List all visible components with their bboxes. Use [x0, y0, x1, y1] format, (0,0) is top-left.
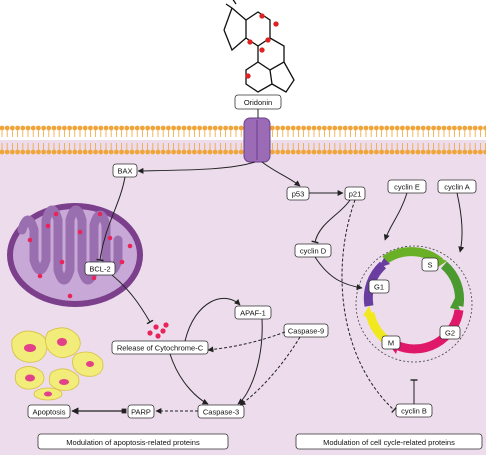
arrow-cytc-to-caspase3 — [169, 353, 209, 405]
node-bcl2: BCL-2 — [84, 261, 116, 276]
membrane-channel — [243, 117, 271, 163]
node-bax-label: BAX — [117, 167, 132, 176]
arrow-cytc-to-apaf1 — [184, 297, 241, 342]
node-cyclin-e-label: cyclin E — [394, 183, 420, 192]
node-parp-label: PARP — [131, 408, 151, 417]
node-apaf1: APAF-1 — [234, 305, 272, 320]
arrow-bax-to-bcl2 — [96, 176, 126, 262]
arrow-bcl2-to-cytc — [111, 274, 154, 325]
arrow-channel-to-bax — [137, 161, 256, 174]
node-apoptosis: Apoptosis — [27, 404, 71, 419]
cell-membrane — [0, 125, 486, 155]
mitochondrion — [7, 203, 143, 307]
node-caspase3: Caspase-3 — [197, 404, 245, 419]
phase-s-label: S — [427, 261, 432, 270]
node-cyclin-a: cyclin A — [437, 179, 477, 194]
node-cyclin-d-label: cyclin D — [300, 247, 327, 256]
phase-g1-label: G1 — [374, 283, 384, 292]
arrow-cyclin-a-to-cycle — [456, 192, 465, 253]
oridonin-label: Oridonin — [244, 98, 272, 107]
node-caspase3-label: Caspase-3 — [203, 408, 239, 417]
cytochrome-c-dots — [147, 322, 169, 339]
node-p53-label: p53 — [292, 190, 305, 199]
node-bax: BAX — [112, 163, 138, 178]
node-cyclin-a-label: cyclin A — [444, 183, 469, 192]
node-cyclin-d: cyclin D — [294, 243, 332, 258]
node-parp: PARP — [127, 404, 155, 419]
phase-g2-label: G2 — [445, 329, 455, 338]
caption-left: Modulation of apoptosis-related proteins — [66, 438, 200, 447]
node-p53: p53 — [286, 186, 310, 201]
phase-g2: G2 — [439, 325, 461, 340]
node-cytochrome-c: Release of Cytochrome-C — [111, 340, 209, 355]
phase-m-label: M — [388, 339, 394, 348]
arrow-p21-to-cyclin-d — [311, 199, 351, 244]
phase-g1: G1 — [368, 279, 390, 294]
node-cyclin-b: cyclin B — [395, 403, 433, 418]
arrow-caspase9-to-caspase3 — [239, 336, 301, 406]
node-caspase9: Caspase-9 — [283, 323, 329, 338]
node-bcl2-label: BCL-2 — [89, 265, 110, 274]
arrow-cyclin-e-to-cycle — [383, 192, 408, 241]
node-caspase9-label: Caspase-9 — [288, 327, 324, 336]
node-apoptosis-label: Apoptosis — [33, 408, 66, 417]
caption-right: Modulation of cell cycle-related protein… — [323, 438, 455, 447]
node-cytochrome-c-label: Release of Cytochrome-C — [117, 344, 204, 353]
caption-left-box: Modulation of apoptosis-related proteins — [37, 433, 229, 450]
phase-m: M — [381, 335, 401, 350]
arrow-caspase9-to-cytc — [207, 331, 286, 353]
node-p21: p21 — [344, 186, 366, 201]
node-p21-label: p21 — [349, 190, 362, 199]
apoptotic-cells — [11, 327, 104, 401]
phase-s: S — [421, 257, 439, 272]
caption-right-box: Modulation of cell cycle-related protein… — [295, 433, 483, 450]
oridonin-molecule-structure — [223, 0, 295, 93]
oridonin-label-box: Oridonin — [234, 94, 282, 110]
node-cyclin-b-label: cyclin B — [401, 407, 427, 416]
node-apaf1-label: APAF-1 — [240, 309, 266, 318]
arrow-cyclin-d-to-cycle — [314, 256, 363, 291]
arrow-p21-to-cyclin-b — [341, 199, 397, 414]
node-cyclin-e: cyclin E — [387, 179, 427, 194]
arrow-channel-to-p53 — [261, 161, 301, 187]
